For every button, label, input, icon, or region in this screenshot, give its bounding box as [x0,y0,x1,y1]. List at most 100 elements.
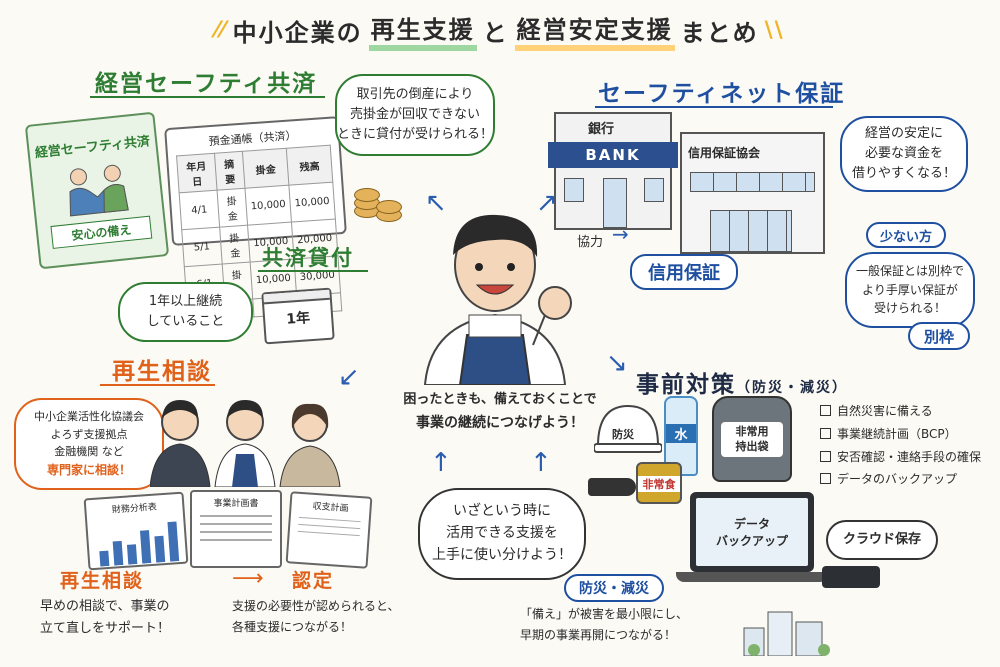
ledger-cell: 4/1 [179,190,220,230]
bubble-line: 金融機関 など [54,445,124,459]
guarantee-association-building: 信用保証協会 [680,132,825,254]
ledger-header: 残高 [286,145,333,186]
bubble-line: 受けられる！ [873,301,946,316]
heading-underline [595,106,833,108]
flashlight-icon [588,478,636,496]
text-line: 各種支援につながる！ [232,620,353,634]
helmet-icon: 防災 [593,400,663,456]
heading-underline [90,96,325,98]
checklist-text: 安否確認・連絡手段の確保 [837,449,982,464]
message-line: 事業の継続につなげよう！ [416,415,584,432]
bubble-line: 上手に使い分けよう！ [432,546,572,563]
handshake-icon [59,159,134,218]
bubble-line: 売掛金が回収できない [349,106,480,122]
few-tag: 少ない方 [866,222,946,248]
arrow-right-icon: → [612,222,629,246]
business-owner-illustration [405,185,585,386]
heading-underline [258,270,368,272]
bubble-line: よろず支援拠点 [50,427,128,441]
text-line: 支援の必要性が認められると、 [232,599,400,613]
chart-bar [139,530,152,564]
bubble-line: 1年以上継続 [148,293,223,309]
prep-heading-text: 事前対策 [636,372,736,398]
food-label: 非常食 [638,476,680,492]
sparkle-icon: \\ [764,17,785,43]
kyosai-bubble: 取引先の倒産により 売掛金が回収できない ときに貸付が受けられる！ [335,74,495,156]
calendar-icon: 1年 [261,287,335,345]
bubble-emphasis: 専門家に相談！ [46,462,131,477]
disaster-tag: 防災・減災 [564,574,664,602]
checklist-text: データのバックアップ [837,472,958,487]
text-line: 早めの相談で、事業の [40,599,170,614]
safety-net-heading: セーフティネット保証 [598,81,846,107]
safety-net-bubble: 経営の安定に 必要な資金を 借りやすくなる！ [840,116,968,192]
arrow-right-up-icon: ↗ [536,188,558,218]
doc-title: 収支計画 [312,501,349,515]
checkbox-icon [820,450,831,462]
loan-heading: 共済貸付 [262,246,354,270]
title-part5: まとめ [680,18,759,47]
ledger-header: 年月日 [176,153,217,193]
chart-bar [126,544,138,565]
rehab-text-1: 早めの相談で、事業の 立て直しをサポート！ [40,596,170,640]
bubble-line: より手厚い保証が [862,282,958,297]
income-plan-doc: 収支計画 [285,491,373,569]
title-part2: 再生支援 [368,10,477,51]
arrow-left-up-icon: ↖ [425,188,447,218]
certification-heading: 認定 [292,570,335,592]
sparkle-icon: ⁄⁄ [215,17,227,43]
title-part3: と [482,18,509,47]
laptop-screen: データ バックアップ [696,498,808,566]
guarantee-tag: 信用保証 [630,254,738,290]
emergency-bag-icon: 非常用 持出袋 [712,396,792,482]
ledger-cell: 掛金 [219,225,251,265]
water-label: 水 [666,424,696,443]
loan-bubble: 1年以上継続 していること [118,282,253,342]
ledger-cell: 掛金 [216,188,248,228]
ledger-header: 摘要 [214,151,245,191]
calendar-label: 1年 [285,310,311,328]
text-line: 早期の事業再開につながる！ [520,628,677,642]
bank-sign-top: 銀行 [588,122,615,137]
bubble-line: 取引先の倒産により [356,86,474,102]
book-caption: 安心の備え [50,215,153,249]
center-message: 困ったときも、備えておくことで 事業の継続につなげよう！ [385,388,615,437]
checklist: 自然災害に備える 事業継続計画（BCP） 安否確認・連絡手段の確保 データのバッ… [820,400,995,491]
coins-icon [352,178,402,228]
bank-sign: BANK [548,142,678,168]
chart-bar [167,521,180,562]
ledger-header: 掛金 [242,148,289,189]
bubble-line: 必要な資金を [864,145,943,161]
heading-underline [100,384,215,386]
doc-title: 事業計画書 [213,499,259,509]
food-can-icon: 非常食 [636,462,682,504]
arrow-left-icon: ↙ [338,362,360,392]
book-title: 経営セーフティ共済 [34,134,151,162]
checklist-item: 事業継続計画（BCP） [820,423,995,446]
financial-analysis-doc: 財務分析表 [83,491,189,571]
cooperation-label: 協力 [577,235,604,250]
safety-kyosai-heading: 経営セーフティ共済 [95,71,318,97]
bubble-line: ときに貸付が受けられる！ [337,127,494,143]
checklist-item: 安否確認・連絡手段の確保 [820,446,995,469]
helmet-label: 防災 [612,428,634,441]
ledger-cell: 10,000 [244,185,292,226]
water-bottle-icon: 水 [664,396,698,476]
title-part1: 中小企業の [232,18,363,47]
text-line: 「備え」が被害を最小限にし、 [520,607,689,621]
bar-chart-icon [99,521,180,567]
chart-bar [154,535,166,563]
rehab-heading: 再生相談 [112,359,212,385]
prep-heading: 事前対策（防災・減災） [636,365,848,399]
deposit-ledger: 預金通帳（共済） 年月日 摘要 掛金 残高 4/1 掛金 10,000 10,0… [164,116,347,322]
text-line: 立て直しをサポート！ [40,621,171,637]
page-title: ⁄⁄ 中小企業の 再生支援 と 経営安定支援 まとめ \\ [150,10,850,51]
bank-building: 銀行 BANK [548,112,678,232]
ledger-cell: 10,000 [288,182,336,223]
chart-bar [112,540,124,566]
business-plan-doc: 事業計画書 [190,490,282,568]
message-line: 困ったときも、備えておくことで [403,392,597,407]
rehab-text-2: 支援の必要性が認められると、 各種支援につながる！ [232,596,400,638]
separate-tag: 別枠 [908,322,970,350]
laptop-label: バックアップ [715,534,788,548]
